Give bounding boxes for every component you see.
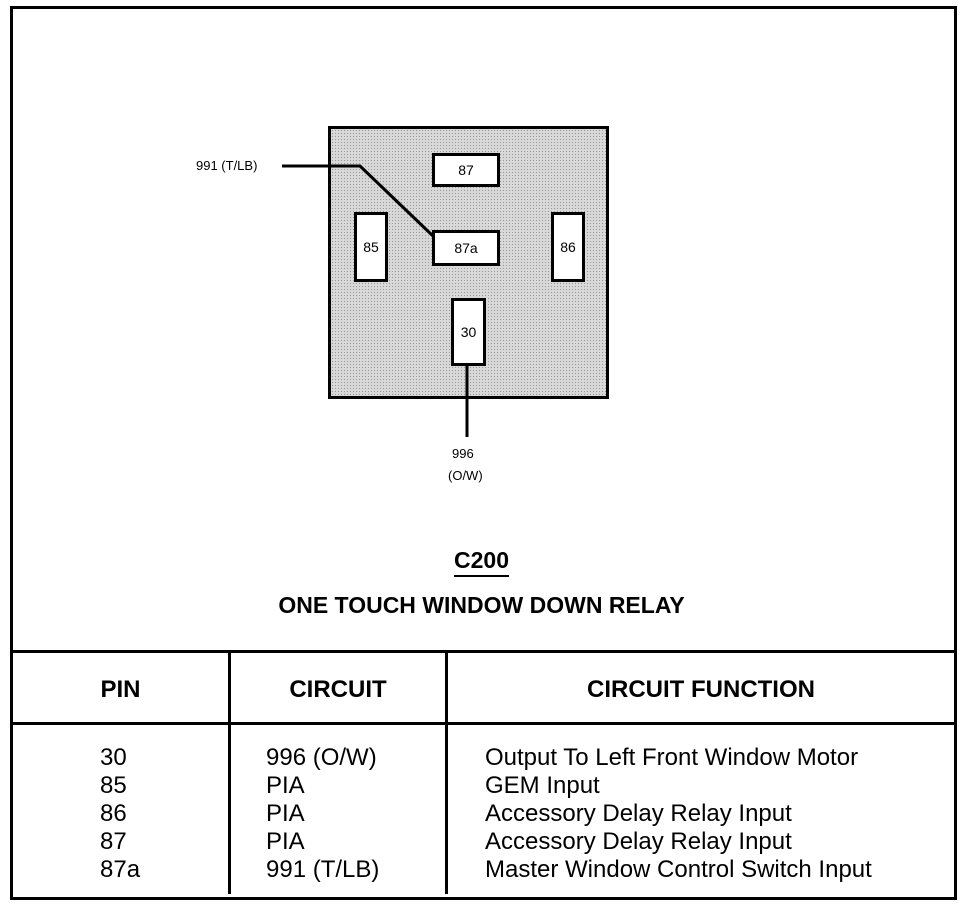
pin-87: 87: [432, 153, 500, 187]
pin-86-label: 86: [560, 239, 576, 255]
wire-996-number: 996: [452, 446, 474, 461]
pin-86: 86: [551, 212, 585, 282]
table-row-circuit: PIA: [266, 772, 305, 799]
table-row-pin: 87: [100, 828, 127, 855]
table-row-pin: 86: [100, 800, 127, 827]
connector-name: ONE TOUCH WINDOW DOWN RELAY: [278, 592, 685, 618]
connector-id: C200: [0, 547, 963, 577]
table-row-pin: 85: [100, 772, 127, 799]
circuit-column: 996 (O/W) PIA PIA PIA 991 (T/LB): [266, 744, 379, 884]
pin-30: 30: [451, 298, 486, 366]
diagram-frame: [10, 6, 957, 900]
table-row-circuit: 996 (O/W): [266, 744, 377, 771]
table-row-circuit: PIA: [266, 800, 305, 827]
table-row-function: Accessory Delay Relay Input: [485, 800, 792, 827]
table-row-function: Accessory Delay Relay Input: [485, 828, 792, 855]
pin-column: 30 85 86 87 87a: [100, 744, 140, 884]
table-col-divider-2: [445, 650, 448, 894]
header-circuit-function: CIRCUIT FUNCTION: [587, 676, 815, 703]
pin-87a-label: 87a: [454, 240, 478, 256]
connector-id-text: C200: [454, 547, 509, 577]
table-row-circuit: PIA: [266, 828, 305, 855]
pin-87a: 87a: [432, 230, 500, 266]
wire-996-color: (O/W): [448, 468, 483, 483]
table-row-circuit: 991 (T/LB): [266, 856, 380, 883]
table-row-function: Output To Left Front Window Motor: [485, 744, 859, 771]
table-top-border: [10, 650, 957, 653]
header-pin: PIN: [100, 676, 141, 703]
table-row-pin: 87a: [100, 856, 141, 883]
pin-85: 85: [354, 212, 388, 282]
table-header-divider: [10, 722, 957, 725]
function-column: Output To Left Front Window Motor GEM In…: [485, 744, 872, 884]
wire-991-label: 991 (T/LB): [196, 158, 258, 173]
table-col-divider-1: [228, 650, 231, 894]
pin-85-label: 85: [363, 239, 379, 255]
table-row-function: GEM Input: [485, 772, 600, 799]
table-row-function: Master Window Control Switch Input: [485, 856, 872, 883]
table-row-pin: 30: [100, 744, 127, 771]
pin-30-label: 30: [460, 324, 477, 340]
header-circuit: CIRCUIT: [289, 676, 387, 703]
pin-87-label: 87: [458, 162, 474, 178]
